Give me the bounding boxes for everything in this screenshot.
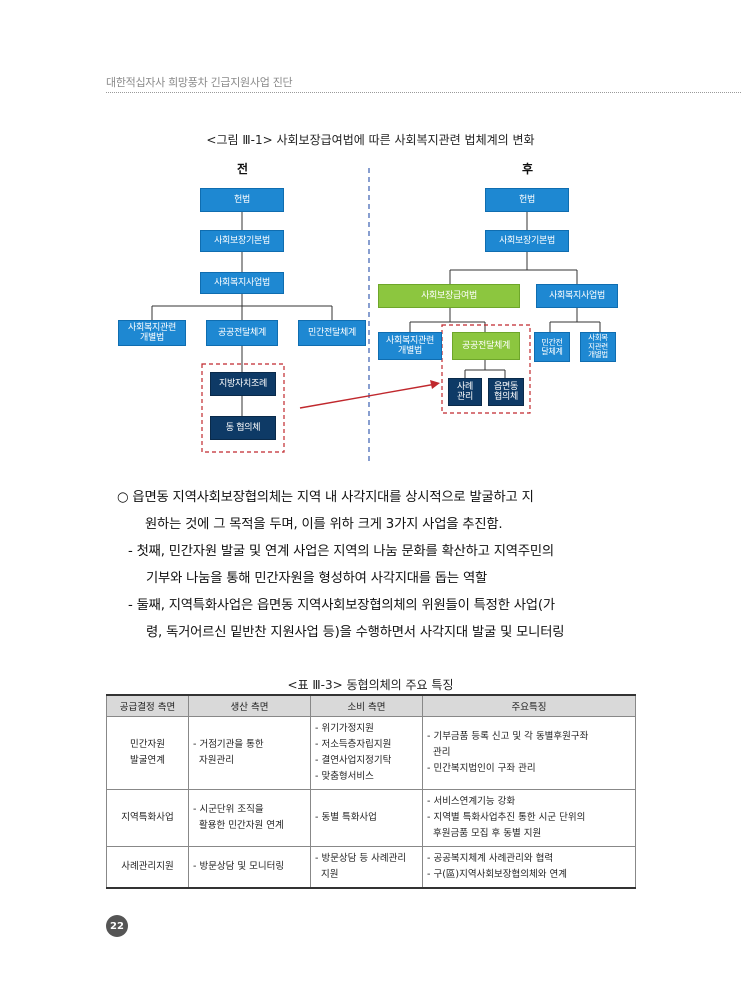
- figure-caption: <그림 Ⅲ-1> 사회보장급여법에 따른 사회복지관련 법체계의 변화: [206, 133, 535, 147]
- paragraph-3: - 둘째, 지역특화사업은 읍면동 지역사회보장협의체의 위원들이 특정한 사업…: [128, 592, 648, 646]
- before-delivery-box: 공공전달체계: [206, 320, 278, 346]
- cell-line: - 공공복지체계 사례관리와 협력: [427, 853, 554, 864]
- header-divider: [106, 92, 741, 93]
- cell-line: - 방문상담 등 사례관리: [315, 853, 407, 864]
- cell-line: 활용한 민간자원 연계: [193, 820, 284, 831]
- cell-line: - 저소득층자립지원: [315, 739, 392, 750]
- table-cell: - 위기가정지원 - 저소득층자립지원 - 결연사업지정기탁 - 맞춤형서비스: [310, 716, 423, 790]
- table-header: 공급결정 측면: [106, 694, 189, 717]
- table-header-row: 공급결정 측면 생산 측면 소비 측면 주요특징: [106, 694, 636, 717]
- table-header: 소비 측면: [310, 694, 423, 717]
- cell-line: 지원: [315, 869, 339, 880]
- cell-line: - 거점기관을 통한: [193, 739, 264, 750]
- before-label: 전: [237, 162, 249, 176]
- after-benefit-law-box: 사회보장급여법: [378, 284, 520, 308]
- table-cell: - 서비스연계기능 강화 - 지역별 특화사업추진 통한 시군 단위의 후원금품…: [422, 789, 636, 847]
- table-cell: - 동별 특화사업: [310, 789, 423, 847]
- cell-line: - 동별 특화사업: [315, 812, 377, 823]
- cell-line: - 맞춤형서비스: [315, 771, 374, 782]
- cell-line: - 지역별 특화사업추진 통한 시군 단위의: [427, 812, 586, 823]
- table-caption: <표 Ⅲ-3> 동협의체의 주요 특징: [287, 678, 454, 692]
- cell-line: - 결연사업지정기탁: [315, 755, 392, 766]
- table-cell: - 공공복지체계 사례관리와 협력 - 구(區)지역사회보장협의체와 연계: [422, 846, 636, 889]
- before-individual-laws-box: 사회복지관련 개별법: [118, 320, 186, 346]
- after-highlight: [441, 324, 531, 414]
- table-cell: - 거점기관을 통한 자원관리: [188, 716, 311, 790]
- table-row: 지역특화사업 - 시군단위 조직을 활용한 민간자원 연계 - 동별 특화사업 …: [106, 789, 636, 847]
- table-cell: 지역특화사업: [106, 789, 189, 847]
- paragraph-3-line-1: - 둘째, 지역특화사업은 읍면동 지역사회보장협의체의 위원들이 특정한 사업…: [128, 598, 555, 613]
- paragraph-1: ○ 읍면동 지역사회보장협의체는 지역 내 사각지대를 상시적으로 발굴하고 지…: [117, 484, 637, 538]
- cell-line: - 시군단위 조직을: [193, 804, 264, 815]
- cell-line: - 구(區)지역사회보장협의체와 연계: [427, 869, 568, 880]
- table-header: 생산 측면: [188, 694, 311, 717]
- before-welfare-law-box: 사회복지사업법: [200, 272, 284, 294]
- before-private-delivery-box: 민간전달체계: [298, 320, 366, 346]
- law-system-diagram: 전 후 헌법 사회보장기본법 사회복지사업법 사회복지관련 개별법 공공전달체계…: [0, 0, 741, 470]
- before-ordinance-box: 지방자치조례: [210, 372, 276, 396]
- paragraph-2: - 첫째, 민간자원 발굴 및 연계 사업은 지역의 나눔 문화를 확산하고 지…: [128, 538, 648, 592]
- after-basic-law-box: 사회보장기본법: [485, 230, 569, 252]
- running-header: 대한적십자사 희망풍차 긴급지원사업 진단: [106, 76, 293, 89]
- before-constitution-box: 헌법: [200, 188, 284, 212]
- table-row: 민간자원 발굴연계 - 거점기관을 통한 자원관리 - 위기가정지원 - 저소득…: [106, 716, 636, 790]
- after-welfare-law-box: 사회복지사업법: [536, 284, 618, 308]
- table-header: 주요특징: [422, 694, 636, 717]
- table-cell: - 시군단위 조직을 활용한 민간자원 연계: [188, 789, 311, 847]
- cell-line: - 민간복지법인이 구좌 관리: [427, 763, 536, 774]
- table-cell: - 방문상담 및 모니터링: [188, 846, 311, 889]
- paragraph-1-line-1: ○ 읍면동 지역사회보장협의체는 지역 내 사각지대를 상시적으로 발굴하고 지: [117, 490, 534, 505]
- table-cell: 민간자원 발굴연계: [106, 716, 189, 790]
- before-highlight: [201, 363, 285, 453]
- after-welfare-individual-box: 사회복 지관련 개별법: [580, 332, 616, 362]
- after-label: 후: [522, 162, 534, 176]
- table-cell: 사례관리지원: [106, 846, 189, 889]
- after-constitution-box: 헌법: [485, 188, 569, 212]
- after-emd-council-box: 읍면동 협의체: [488, 378, 524, 406]
- after-private-delivery-box: 민간전 달체계: [534, 332, 570, 362]
- after-individual-laws-box: 사회복지관련 개별법: [378, 332, 442, 360]
- cell-line: - 서비스연계기능 강화: [427, 796, 516, 807]
- before-council-box: 동 협의체: [210, 416, 276, 440]
- cell-line: 관리: [427, 747, 451, 758]
- features-table: 공급결정 측면 생산 측면 소비 측면 주요특징 민간자원 발굴연계 - 거점기…: [106, 694, 636, 889]
- before-basic-law-box: 사회보장기본법: [200, 230, 284, 252]
- cell-line: - 위기가정지원: [315, 723, 374, 734]
- cell-line: 후원금품 모집 후 동별 지원: [427, 828, 542, 839]
- cell-line: - 방문상담 및 모니터링: [193, 861, 285, 872]
- paragraph-3-line-2: 령, 독거어르신 밑반찬 지원사업 등)을 수행하면서 사각지대 발굴 및 모니…: [146, 625, 565, 640]
- after-delivery-box: 공공전달체계: [452, 332, 520, 360]
- paragraph-2-line-2: 기부와 나눔을 통해 민간자원을 형성하여 사각지대를 돕는 역할: [146, 571, 488, 586]
- paragraph-2-line-1: - 첫째, 민간자원 발굴 및 연계 사업은 지역의 나눔 문화를 확산하고 지…: [128, 544, 554, 559]
- page-number: 22: [106, 915, 128, 937]
- table-cell: - 방문상담 등 사례관리 지원: [310, 846, 423, 889]
- after-case-mgmt-box: 사례 관리: [448, 378, 482, 406]
- cell-line: 자원관리: [193, 755, 234, 766]
- diagram-connectors: [151, 168, 601, 462]
- cell-line: - 기부금품 등록 신고 및 각 동별후원구좌: [427, 731, 589, 742]
- paragraph-1-line-2: 원하는 것에 그 목적을 두며, 이를 위하 크게 3가지 사업을 추진함.: [145, 517, 503, 532]
- table-cell: - 기부금품 등록 신고 및 각 동별후원구좌 관리 - 민간복지법인이 구좌 …: [422, 716, 636, 790]
- table-row: 사례관리지원 - 방문상담 및 모니터링 - 방문상담 등 사례관리 지원 - …: [106, 846, 636, 889]
